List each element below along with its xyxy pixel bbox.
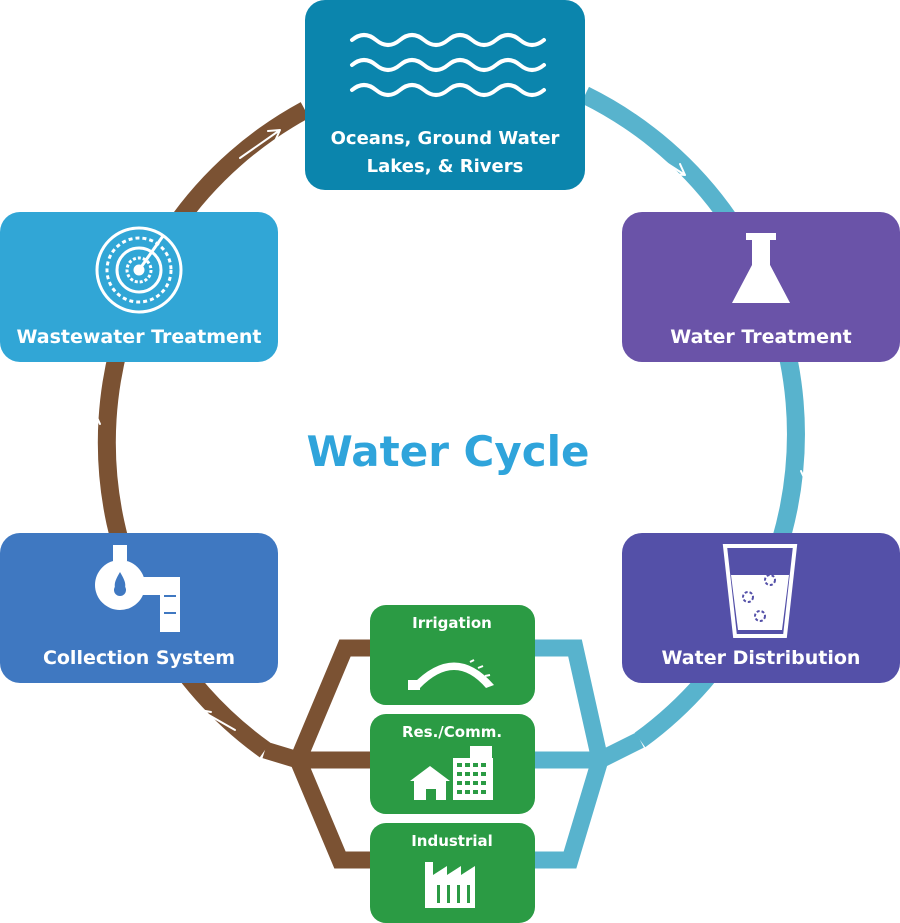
wastewater-treatment-box (0, 212, 278, 362)
glass-of-water-icon (722, 544, 798, 638)
arrow-to-oceans (239, 129, 281, 159)
collection-system-label: Collection System (43, 647, 235, 669)
oceans-label-line1: Oceans, Ground Water (331, 128, 560, 149)
water-distribution-label: Water Distribution (662, 647, 861, 669)
arrow-to-water-distribution (800, 401, 813, 483)
oceans-box (305, 0, 585, 190)
industrial-label: Industrial (411, 832, 493, 850)
sprinkler-icon (408, 659, 494, 690)
use-industrial: Industrial (370, 823, 535, 923)
res-comm-label: Res./Comm. (402, 723, 502, 741)
clean-water-fork (535, 639, 644, 869)
stage-wastewater-treatment: Wastewater Treatment (0, 212, 278, 362)
factory-icon (425, 862, 475, 908)
stage-water-treatment: Water Treatment (622, 212, 900, 362)
arrow-to-wastewater-treatment (89, 412, 101, 454)
wastewater-fork (262, 639, 370, 869)
stage-oceans: Oceans, Ground Water Lakes, & Rivers (305, 0, 585, 190)
arrow-to-water-treatment (614, 129, 686, 176)
res-comm-box (370, 714, 535, 814)
stage-collection-system: Collection System (0, 533, 278, 683)
arrow-to-uses (659, 736, 706, 759)
flow-arrows (89, 129, 813, 759)
irrigation-label: Irrigation (412, 614, 492, 632)
waves-icon (350, 33, 546, 97)
stage-water-distribution: Water Distribution (622, 533, 900, 683)
use-res-comm: Res./Comm. (370, 714, 535, 814)
wastewater-treatment-label: Wastewater Treatment (16, 326, 261, 348)
oceans-label-line2: Lakes, & Rivers (367, 156, 524, 177)
collection-system-box (0, 533, 278, 683)
flask-icon (732, 233, 790, 303)
use-irrigation: Irrigation (370, 605, 535, 705)
water-treatment-label: Water Treatment (670, 326, 851, 348)
clarifier-icon (95, 226, 183, 314)
house-and-building-icon (410, 746, 493, 800)
pipe-icon (95, 545, 180, 632)
arrow-to-collection-system (199, 709, 236, 731)
diagram-title: Water Cycle (306, 427, 589, 476)
